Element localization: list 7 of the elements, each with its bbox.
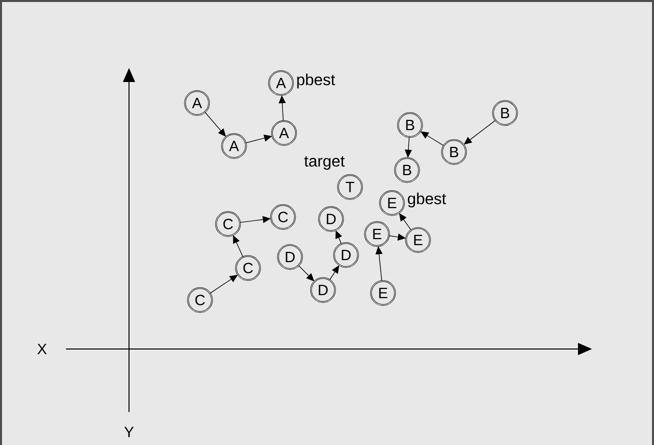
axis-label: X (37, 344, 47, 354)
particle-label: pbest (297, 74, 336, 88)
axis-label: Y (124, 426, 134, 438)
arrow (399, 213, 412, 230)
particle-label: gbest (408, 192, 446, 208)
arrow (298, 265, 314, 282)
particle-label: target (304, 156, 345, 170)
